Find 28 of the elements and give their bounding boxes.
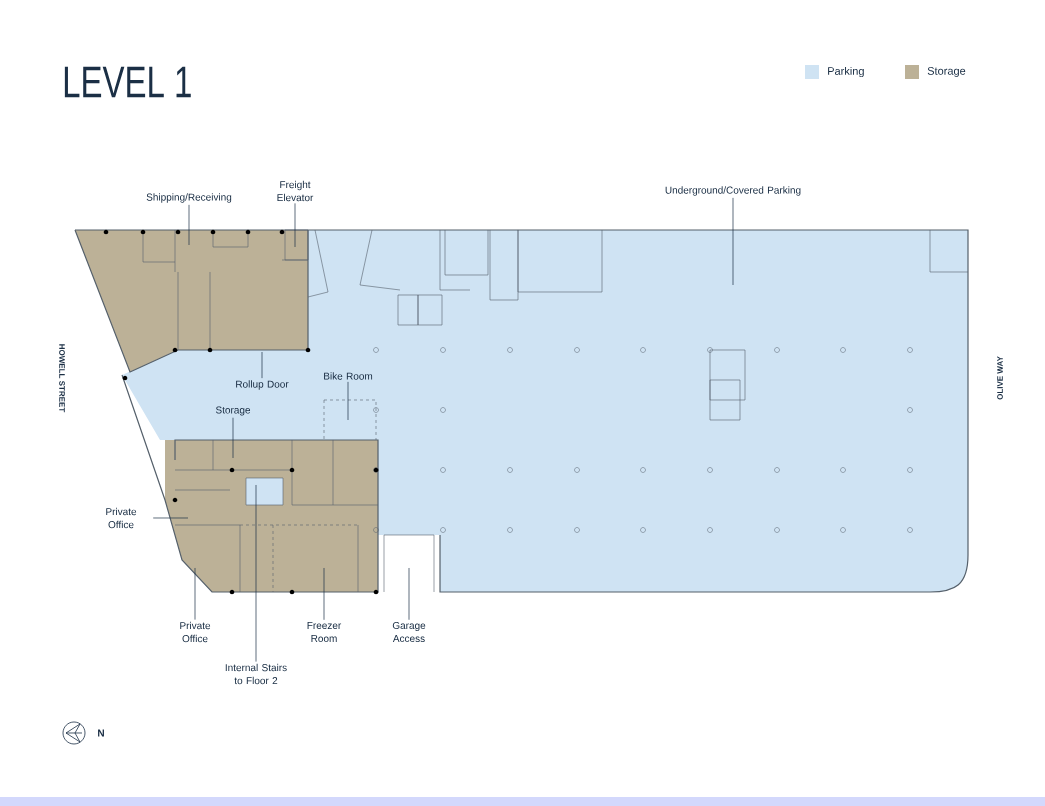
- leader-line: [152, 517, 189, 519]
- street-label: OLIVE WAY: [997, 356, 1003, 400]
- street-label: HOWELL STREET: [59, 344, 65, 413]
- page-title: LEVEL 1: [64, 66, 191, 98]
- callout-label: Storage: [215, 406, 251, 416]
- callout-label: Garage Access: [392, 621, 426, 643]
- callout-label: Shipping/Receiving: [146, 193, 232, 203]
- leader-line: [188, 204, 190, 246]
- leader-line: [194, 567, 196, 620]
- callout-label: Bike Room: [324, 372, 373, 380]
- leader-line: [294, 203, 296, 248]
- leader-line: [323, 567, 325, 621]
- callout-label: Rollup Door: [236, 380, 289, 390]
- leader-line: [255, 484, 257, 662]
- leader-line: [732, 197, 734, 286]
- callout-label: Freezer Room: [307, 622, 342, 642]
- leader-line: [261, 351, 263, 379]
- north-label: N: [98, 729, 104, 737]
- leader-line: [347, 381, 349, 421]
- callout-label: Internal Stairs to Floor 2: [225, 663, 287, 685]
- leader-line: [232, 417, 234, 459]
- callout-label: Private Office: [106, 507, 137, 529]
- legend-label: Parking: [828, 66, 864, 78]
- callout-label: Private Office: [180, 621, 211, 643]
- leader-line: [408, 567, 410, 621]
- callout-label: Underground/Covered Parking: [665, 186, 801, 196]
- legend-label: Storage: [927, 67, 966, 77]
- callout-label: Freight Elevator: [277, 180, 314, 202]
